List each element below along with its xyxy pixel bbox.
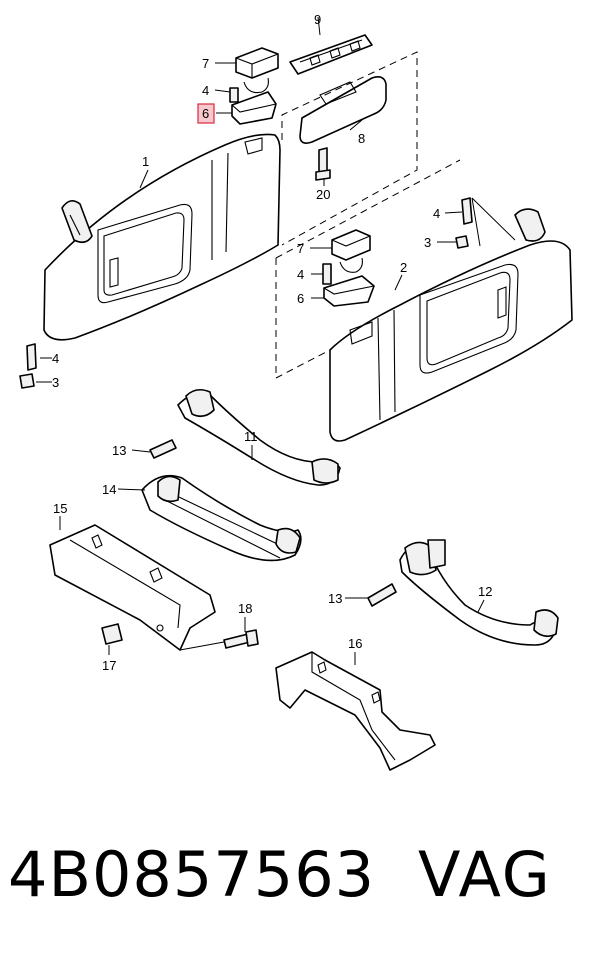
screw-4-right <box>461 197 473 225</box>
callout-4-right: 4 <box>433 206 440 221</box>
callout-2: 2 <box>400 260 407 275</box>
callout-1: 1 <box>142 154 149 169</box>
callout-6-top: 6 <box>202 106 209 121</box>
screw-13-upper <box>149 439 177 459</box>
bracket-16 <box>275 651 436 771</box>
callout-11: 11 <box>244 429 258 444</box>
callout-13-lower: 13 <box>328 591 342 606</box>
leader-lines <box>36 16 516 665</box>
nut-17 <box>101 623 123 645</box>
nut-3-left <box>19 373 35 389</box>
grab-handle-14 <box>141 474 302 562</box>
callout-15: 15 <box>53 501 67 516</box>
callout-6-lower: 6 <box>297 291 304 306</box>
dashed-outline-right <box>275 159 461 379</box>
bracket-15 <box>49 524 216 651</box>
clip-cover-6-top <box>231 91 277 125</box>
callout-12: 12 <box>478 584 492 599</box>
callout-4-lower: 4 <box>297 267 304 282</box>
callout-7-lower: 7 <box>297 241 304 256</box>
sun-visor-right <box>329 208 573 442</box>
callout-8: 8 <box>358 131 365 146</box>
screw-4-top <box>229 87 239 103</box>
clip-holder-7-lower <box>331 229 371 273</box>
callout-4-left: 4 <box>52 351 59 366</box>
grab-handle-12 <box>399 539 559 646</box>
highlight-box-6 <box>197 103 215 124</box>
screw-4-lower <box>322 263 332 285</box>
screw-4-left <box>26 343 37 371</box>
callout-16: 16 <box>348 636 362 651</box>
nut-3-right <box>455 235 469 249</box>
callout-labels: 1 2 3 3 4 4 4 4 6 6 7 7 8 9 11 12 13 13 … <box>52 12 492 673</box>
cover-8 <box>299 76 387 144</box>
screw-20 <box>315 147 331 181</box>
bracket-9 <box>289 34 373 75</box>
callout-3-left: 3 <box>52 375 59 390</box>
callout-14: 14 <box>102 482 116 497</box>
grab-handle-11 <box>177 388 341 486</box>
clip-holder-7-top <box>235 47 279 94</box>
brand-name: VAG <box>418 838 552 911</box>
callout-18: 18 <box>238 601 252 616</box>
callout-9: 9 <box>314 12 321 27</box>
part-number: 4B0857563 <box>8 838 376 911</box>
dashed-outline-top <box>281 51 418 246</box>
sun-visor-left <box>43 133 281 341</box>
callout-7-top: 7 <box>202 56 209 71</box>
callout-4-top: 4 <box>202 83 209 98</box>
callout-3-right: 3 <box>424 235 431 250</box>
callout-13-upper: 13 <box>112 443 126 458</box>
callout-20: 20 <box>316 187 330 202</box>
screw-18 <box>223 629 259 649</box>
callout-17: 17 <box>102 658 116 673</box>
screw-13-lower <box>367 583 397 607</box>
